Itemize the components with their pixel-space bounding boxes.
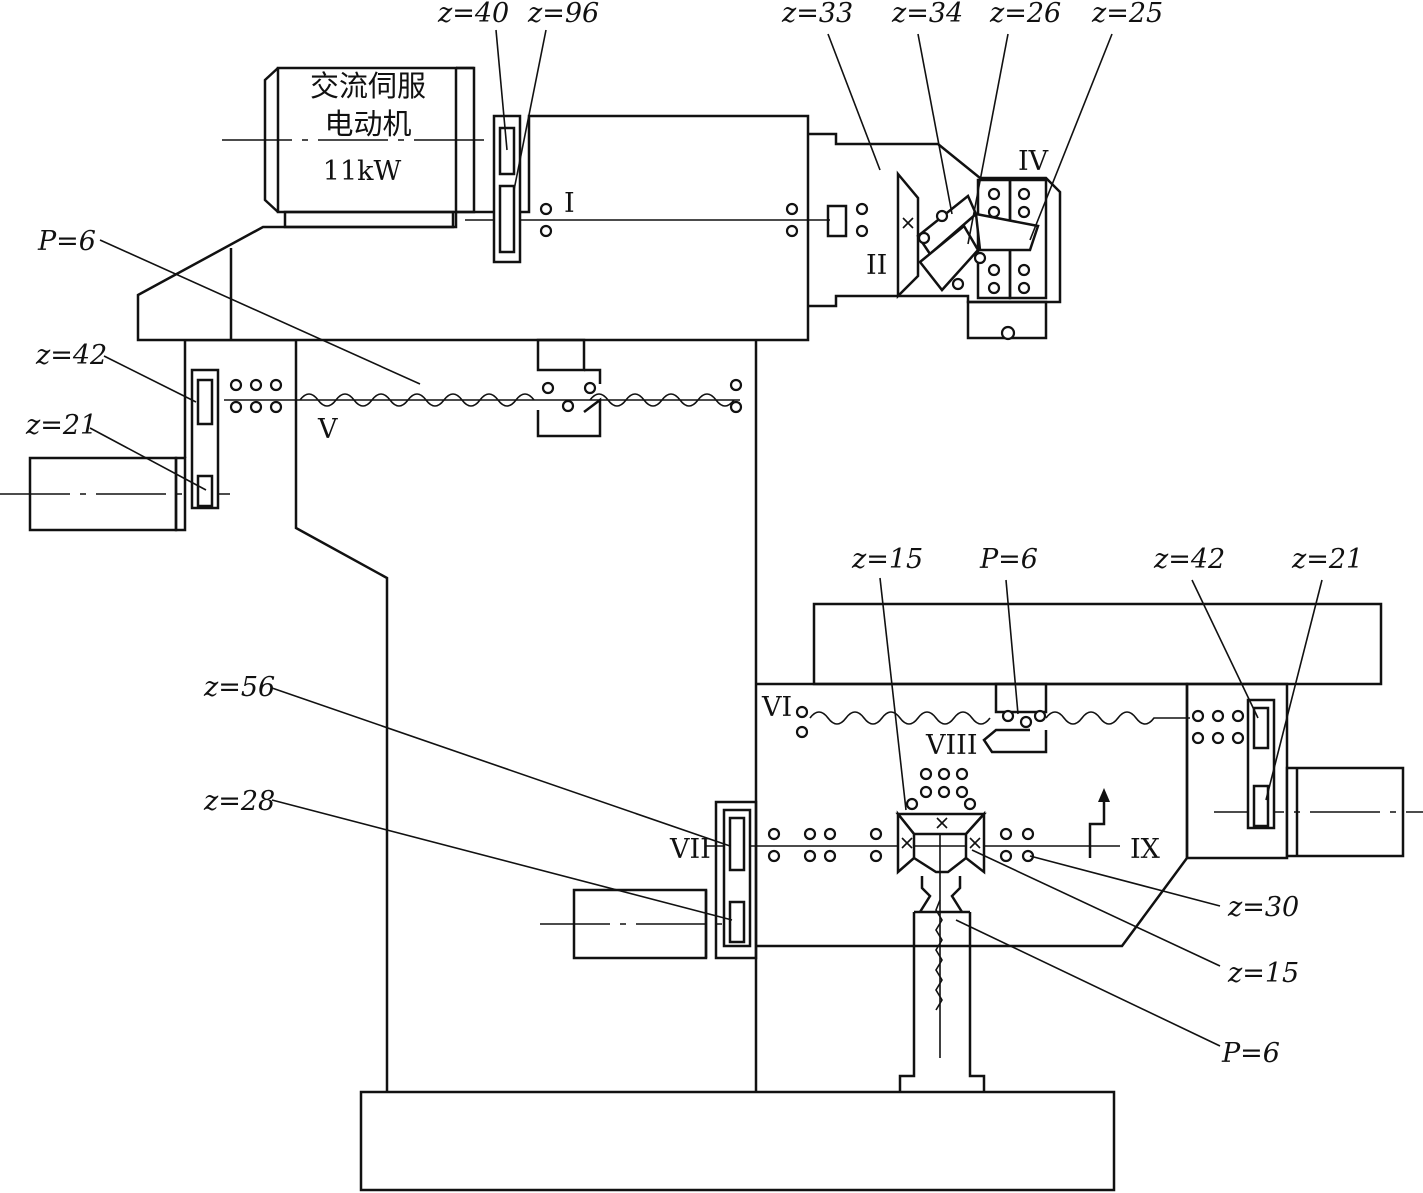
shaft-i: I	[564, 188, 575, 219]
work-table	[812, 602, 1383, 686]
label-z15-bottom: z=15	[1227, 958, 1299, 989]
pulley-right	[1246, 698, 1276, 830]
label-z34: z=34	[891, 0, 963, 29]
shaft-ii: II	[866, 250, 887, 281]
pulley-left	[190, 368, 220, 510]
label-z21-left: z=21	[25, 410, 97, 441]
label-z25: z=25	[1091, 0, 1163, 29]
bevel-gears-viii	[895, 810, 987, 913]
lead-screw-table	[809, 711, 1190, 725]
lift-column-r	[968, 912, 986, 1092]
pulley-vii	[722, 808, 752, 948]
label-p6-top: P=6	[37, 226, 96, 257]
label-z40: z=40	[437, 0, 509, 29]
label-z42-right: z=42	[1153, 544, 1225, 575]
label-p6-mid: P=6	[979, 544, 1038, 575]
lift-screw	[935, 899, 943, 1011]
label-z15-top: z=15	[851, 544, 923, 575]
shaft-v: V	[317, 414, 338, 445]
motor-power: 11kW	[323, 156, 402, 187]
label-z30: z=30	[1227, 892, 1299, 923]
label-z28: z=28	[203, 786, 275, 817]
label-z21-right: z=21	[1291, 544, 1363, 575]
motor-label-line1: 交流伺服	[310, 69, 426, 103]
label-p6-bottom: P=6	[1221, 1038, 1280, 1069]
nut-table	[982, 682, 1048, 754]
label-z96: z=96	[527, 0, 599, 29]
label-z42-left: z=42	[35, 340, 107, 371]
shaft-vii: VII	[669, 834, 711, 865]
lift-column	[898, 912, 916, 1092]
shaft-ix: IX	[1130, 834, 1161, 865]
motor-label-line2: 电动机	[324, 107, 411, 141]
gear-box-vii	[714, 800, 758, 960]
bearings	[229, 187, 1245, 863]
label-z56: z=56	[203, 672, 275, 703]
pulley-top	[492, 114, 522, 264]
head-nose	[808, 132, 1062, 308]
label-z33: z=33	[781, 0, 853, 29]
motor-labels: 交流伺服 电动机 11kW	[310, 69, 426, 187]
direction-arrow	[1088, 788, 1110, 858]
machine-column	[183, 338, 389, 1092]
shaft-viii: VIII	[925, 730, 978, 761]
gear-labels: z=40 z=96 z=33 z=34 z=26 z=25 P=6 z=42 z…	[25, 0, 1363, 1069]
shaft-vi: VI	[761, 692, 792, 723]
lead-screw-upper	[299, 393, 735, 407]
nut-upper	[536, 338, 602, 438]
label-z26: z=26	[989, 0, 1061, 29]
motor-foot	[283, 210, 455, 229]
shaft-iv: IV	[1018, 146, 1049, 177]
machine-structure	[28, 66, 1405, 1192]
machine-base	[359, 1090, 1116, 1192]
shaft-labels: I II IV V VI VII VIII IX	[317, 146, 1161, 865]
leader-lines	[89, 29, 1323, 1047]
